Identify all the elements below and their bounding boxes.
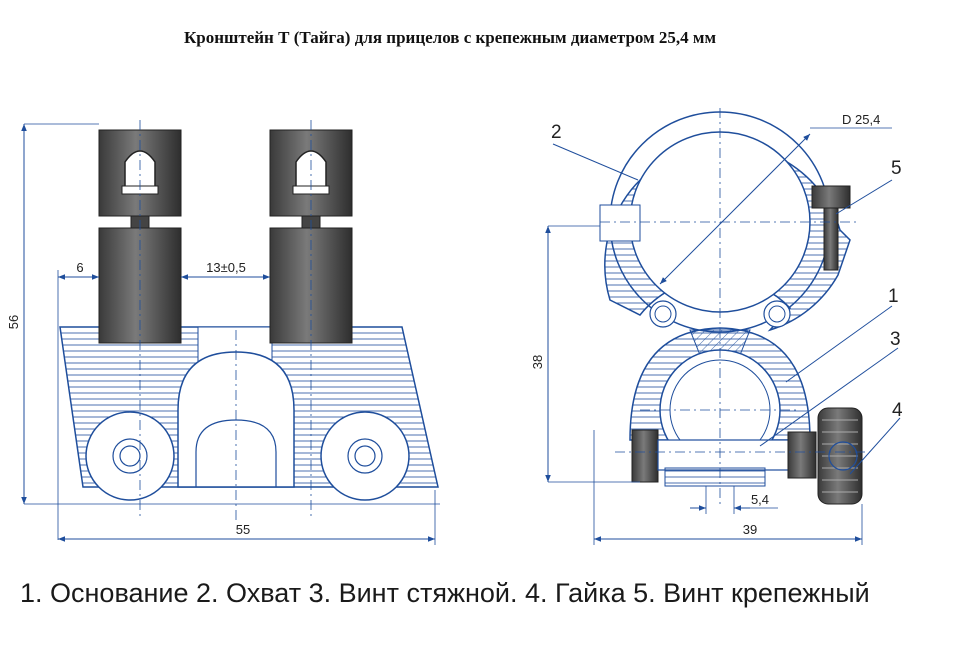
callout-3: 3	[890, 329, 901, 350]
right-wheel	[320, 411, 410, 501]
dim-width-39: 39	[743, 522, 757, 537]
parts-legend: 1. Основание 2. Охват 3. Винт стяжной. 4…	[20, 578, 870, 608]
clamp-screw	[631, 429, 817, 487]
dim-gap-13: 13±0,5	[206, 260, 246, 275]
callout-1: 1	[888, 286, 899, 307]
dim-offset-6: 6	[76, 260, 83, 275]
dim-small: 5,4	[751, 492, 769, 507]
nut	[817, 407, 863, 505]
left-wheel	[85, 411, 175, 501]
dim-width-55: 55	[236, 522, 250, 537]
front-view: 56 6 13±0,5 55	[6, 120, 440, 545]
callout-4: 4	[892, 400, 903, 421]
dim-height-38: 38	[530, 355, 545, 369]
dim-height-56: 56	[6, 315, 21, 329]
side-view: D 25,4 38 5,4 39 2 5 1 3 4	[530, 108, 903, 545]
fixing-screw	[811, 185, 851, 271]
callout-2: 2	[551, 122, 562, 143]
dim-diameter: D 25,4	[842, 112, 880, 127]
callout-5: 5	[891, 158, 902, 179]
drawing-title: Кронштейн Т (Тайга) для прицелов с крепе…	[183, 28, 717, 47]
